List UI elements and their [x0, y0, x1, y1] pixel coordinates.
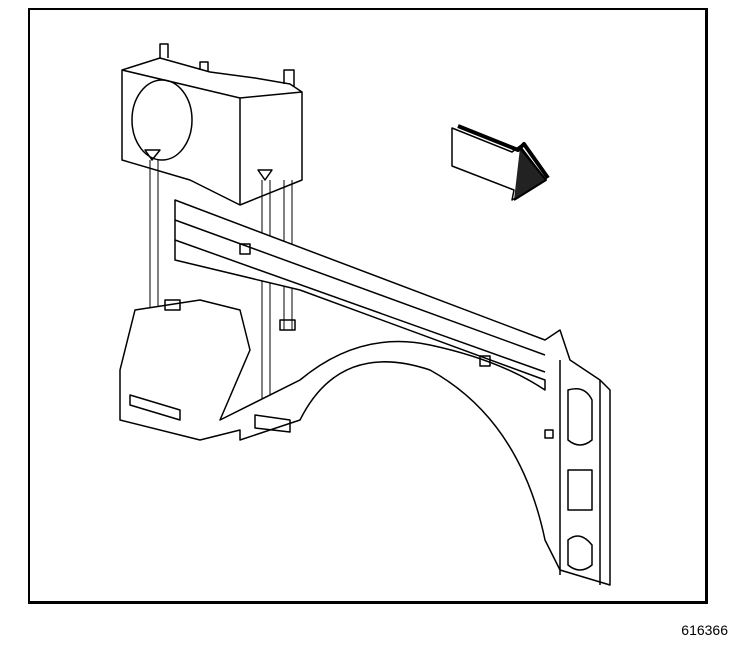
figure-number: 616366 [681, 622, 728, 638]
illustration-frame [28, 8, 708, 604]
direction-arrow-icon [451, 124, 550, 201]
wheelhouse-liner-box [121, 43, 303, 206]
quarter-panel [119, 199, 611, 586]
